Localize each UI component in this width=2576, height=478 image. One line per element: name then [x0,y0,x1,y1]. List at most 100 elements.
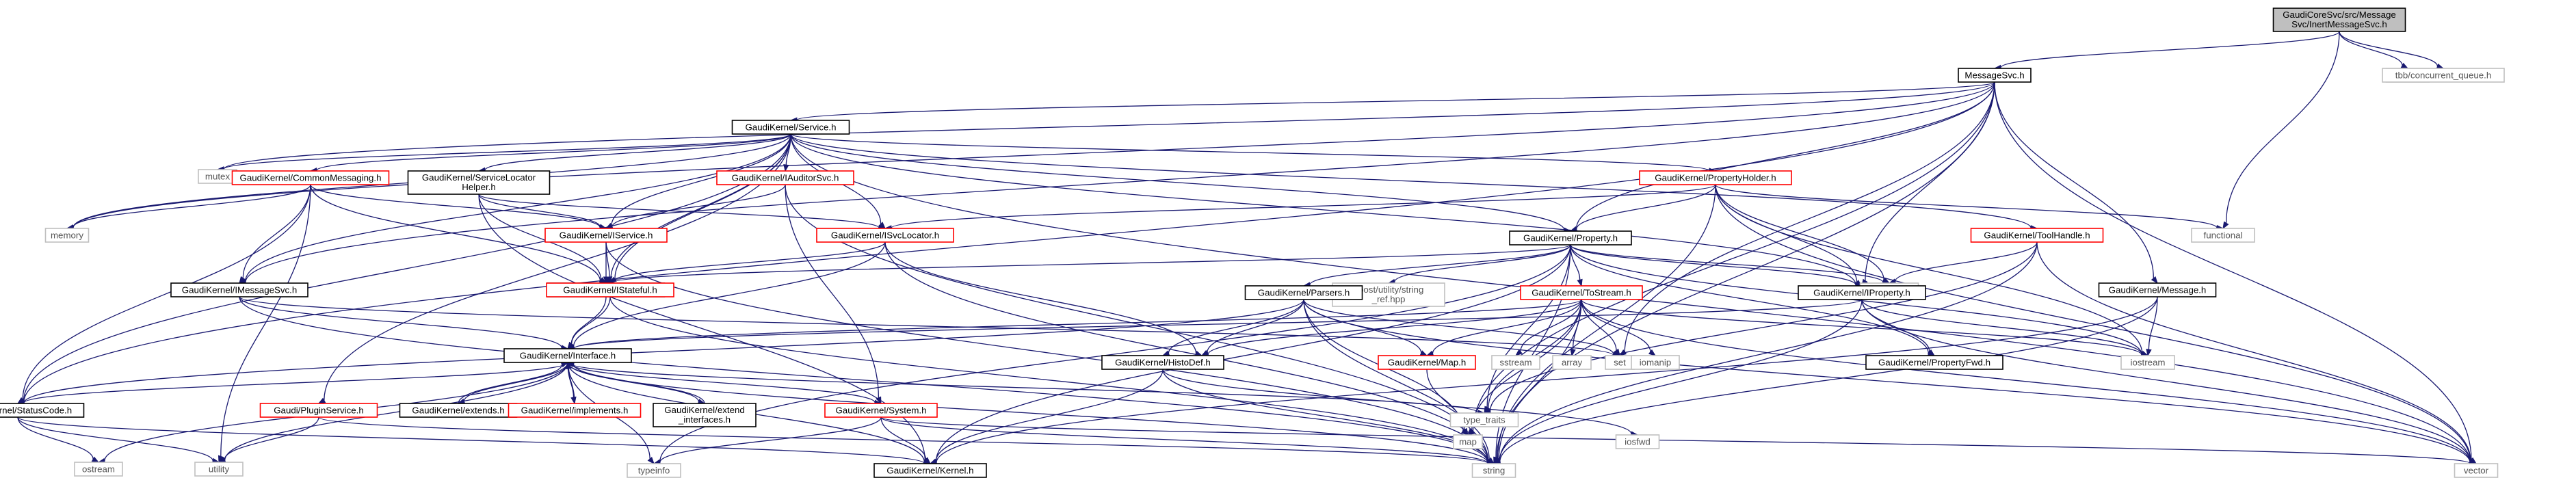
node-box [503,348,632,363]
node-box [1958,68,2032,83]
node-box [653,403,757,427]
edge-arrowhead [603,276,609,284]
node-label: GaudiKernel/IStateful.h [563,285,657,295]
node-label: ostream [82,464,115,475]
node-label: GaudiKernel/extends.h [412,406,504,416]
edge-line [463,362,568,402]
edge-line [23,299,1304,403]
edge-n25-n39 [567,362,882,406]
edge-line [223,81,1995,170]
node-label: GaudiKernel/IMessageSvc.h [182,285,298,295]
node-gaudikernel-kernel-h[interactable]: GaudiKernel/Kernel.h [873,463,987,478]
node-box [1520,285,1643,300]
edge-line [1303,299,1490,460]
edge-arrowhead [566,361,572,370]
node-box [1471,463,1516,478]
node-gaudikernel-system-h[interactable]: GaudiKernel/System.h [824,403,938,418]
node-gaudikernel-service-h[interactable]: GaudiKernel/Service.h [731,120,850,135]
node-gaudikernel-property-h[interactable]: GaudiKernel/Property.h [1509,230,1632,245]
edge-line [17,416,925,464]
edge-line [23,81,1995,403]
node-typeinfo: typeinfo [627,463,681,478]
node-label: GaudiKernel/Kernel.h [886,466,973,476]
edge-n10-n13 [1715,184,2224,231]
node-box [1970,228,2104,243]
edge-n18-n25 [567,296,611,350]
node-box [2191,228,2255,243]
node-gaudi-pluginservice-h[interactable]: Gaudi/PluginService.h [259,403,378,418]
edge-arrowhead [1577,278,1583,287]
node-gaudikernel-imessagesvc-h[interactable]: GaudiKernel/IMessageSvc.h [170,282,308,297]
node-label: Gaudi/PluginService.h [274,406,364,416]
edge-n1-n6 [66,81,1995,231]
node-box [731,120,850,135]
include-edges [16,31,2478,466]
node-gaudikernel-implements-h[interactable]: GaudiKernel/implements.h [508,403,642,418]
edge-arrowhead [1614,348,1620,357]
edge-n17-n25 [567,296,607,350]
node-gaudikernel-propertyfwd-h[interactable]: GaudiKernel/PropertyFwd.h [1865,355,2003,370]
edge-line [2225,31,2340,224]
edge-arrowhead [570,396,577,405]
edge-line [611,133,791,226]
node-gaudikernel-iproperty-h[interactable]: GaudiKernel/IProperty.h [1798,285,1926,300]
node-gaudikernel-toolhandle-h[interactable]: GaudiKernel/ToolHandle.h [1970,228,2104,243]
node-memory: memory [44,228,90,243]
node-gaudikernel-interface-h[interactable]: GaudiKernel/Interface.h [503,348,632,363]
node-label: GaudiKernel/extend [664,405,745,415]
node-gaudikernel-message-h[interactable]: GaudiKernel/Message.h [2098,282,2217,297]
node-gaudikernel-istateful-h[interactable]: GaudiKernel/IStateful.h [546,282,674,297]
edge-n15-n17 [605,244,1571,286]
node-gaudikernel-propertyholder-h[interactable]: GaudiKernel/PropertyHolder.h [1639,170,1792,185]
node-gaudikernel-iauditorsvc-h[interactable]: GaudiKernel/IAuditorSvc.h [716,170,854,185]
node-gaudikernel-histodef-h[interactable]: GaudiKernel/HistoDef.h [1101,355,1224,370]
node-gaudikernel-statuscode-h[interactable]: GaudiKernel/StatusCode.h [0,403,85,418]
edge-n4-n10 [790,133,1717,174]
edge-line [1309,244,1571,285]
edge-line [568,368,575,404]
node-label: GaudiCoreSvc/src/Message [2283,10,2396,20]
edge-line [1575,184,1716,230]
node-label: set [1614,358,1626,368]
node-box [1509,230,1632,245]
node-gaudikernel-tostream-h[interactable]: GaudiKernel/ToStream.h [1520,285,1643,300]
edge-line [2148,296,2158,350]
node-box [2454,463,2499,478]
edge-line [790,133,1565,230]
edge-n4-n5 [216,133,791,172]
edge-line [1575,81,1995,230]
edge-line [1486,244,1571,408]
node-box [1453,434,1483,449]
node-gaudikernel-map-h[interactable]: GaudiKernel/Map.h [1378,355,1476,370]
node-gaudikernel-extend-interfaces-h[interactable]: GaudiKernel/extend_interfaces.h [653,403,757,427]
node-label: Helper.h [462,182,496,192]
node-box [873,463,987,478]
edge-n23-n34 [1861,299,2149,358]
edge-line [609,296,1488,463]
node-gaudikernel-parsers-h[interactable]: GaudiKernel/Parsers.h [1244,285,1363,300]
edge-arrowhead [1484,406,1491,414]
node-label: GaudiKernel/IProperty.h [1813,288,1910,298]
edge-arrowhead [1570,348,1576,357]
edge-line [245,81,1995,282]
edge-n0-n1 [1993,31,2340,71]
edge-line [458,364,563,404]
node-gaudikernel-commonmessaging-h[interactable]: GaudiKernel/CommonMessaging.h [231,170,390,185]
edge-line [2000,31,2340,68]
node-label: GaudiKernel/CommonMessaging.h [240,173,382,183]
node-gaudikernel-isvclocator-h[interactable]: GaudiKernel/ISvcLocator.h [816,228,954,243]
node-mutex: mutex [198,169,237,184]
edge-n11-n47 [605,241,1495,465]
node-label: GaudiKernel/PropertyHolder.h [1655,173,1776,183]
node-gaudikernel-iservice-h[interactable]: GaudiKernel/IService.h [544,228,668,243]
edge-line [1581,299,2142,356]
node-messagesvc-h[interactable]: MessageSvc.h [1958,68,2032,83]
edge-line [1994,81,2154,279]
edge-n8-n17 [478,194,607,284]
node-gaudikernel-extends-h[interactable]: GaudiKernel/extends.h [399,403,518,418]
edge-n1-n24 [1994,81,2158,284]
edge-line [1715,184,2143,354]
node-box [1639,170,1792,185]
edge-arrowhead [783,163,789,172]
